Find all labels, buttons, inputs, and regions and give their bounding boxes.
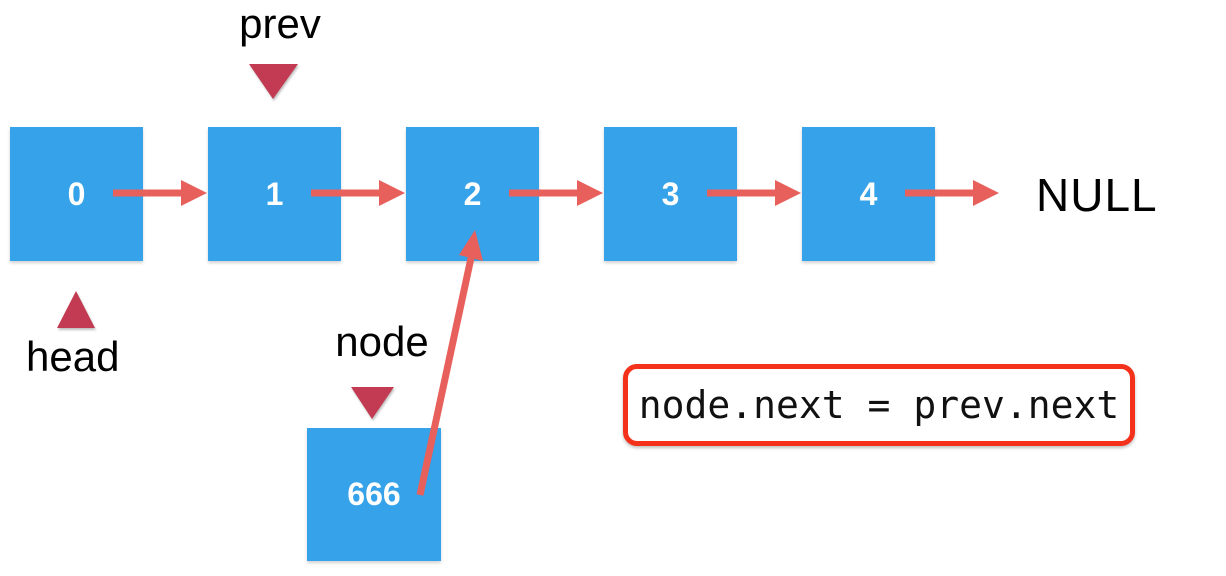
node-triangle-down-icon (351, 387, 394, 419)
prev-triangle-down-icon (249, 64, 298, 99)
list-node-2: 2 (406, 127, 539, 261)
code-text: node.next = prev.next (638, 383, 1120, 427)
list-node-0: 0 (10, 127, 143, 261)
head-triangle-up-icon (57, 291, 95, 328)
list-node-3: 3 (604, 127, 737, 261)
head-pointer-label: head (26, 333, 120, 380)
node-pointer-label: node (335, 318, 429, 365)
prev-pointer-label: prev (239, 0, 321, 47)
code-callout-box: node.next = prev.next (623, 364, 1135, 446)
list-node-4: 4 (802, 127, 935, 261)
null-terminator-label: NULL (1036, 169, 1158, 221)
new-node-666: 666 (307, 428, 441, 561)
list-node-1: 1 (208, 127, 341, 261)
